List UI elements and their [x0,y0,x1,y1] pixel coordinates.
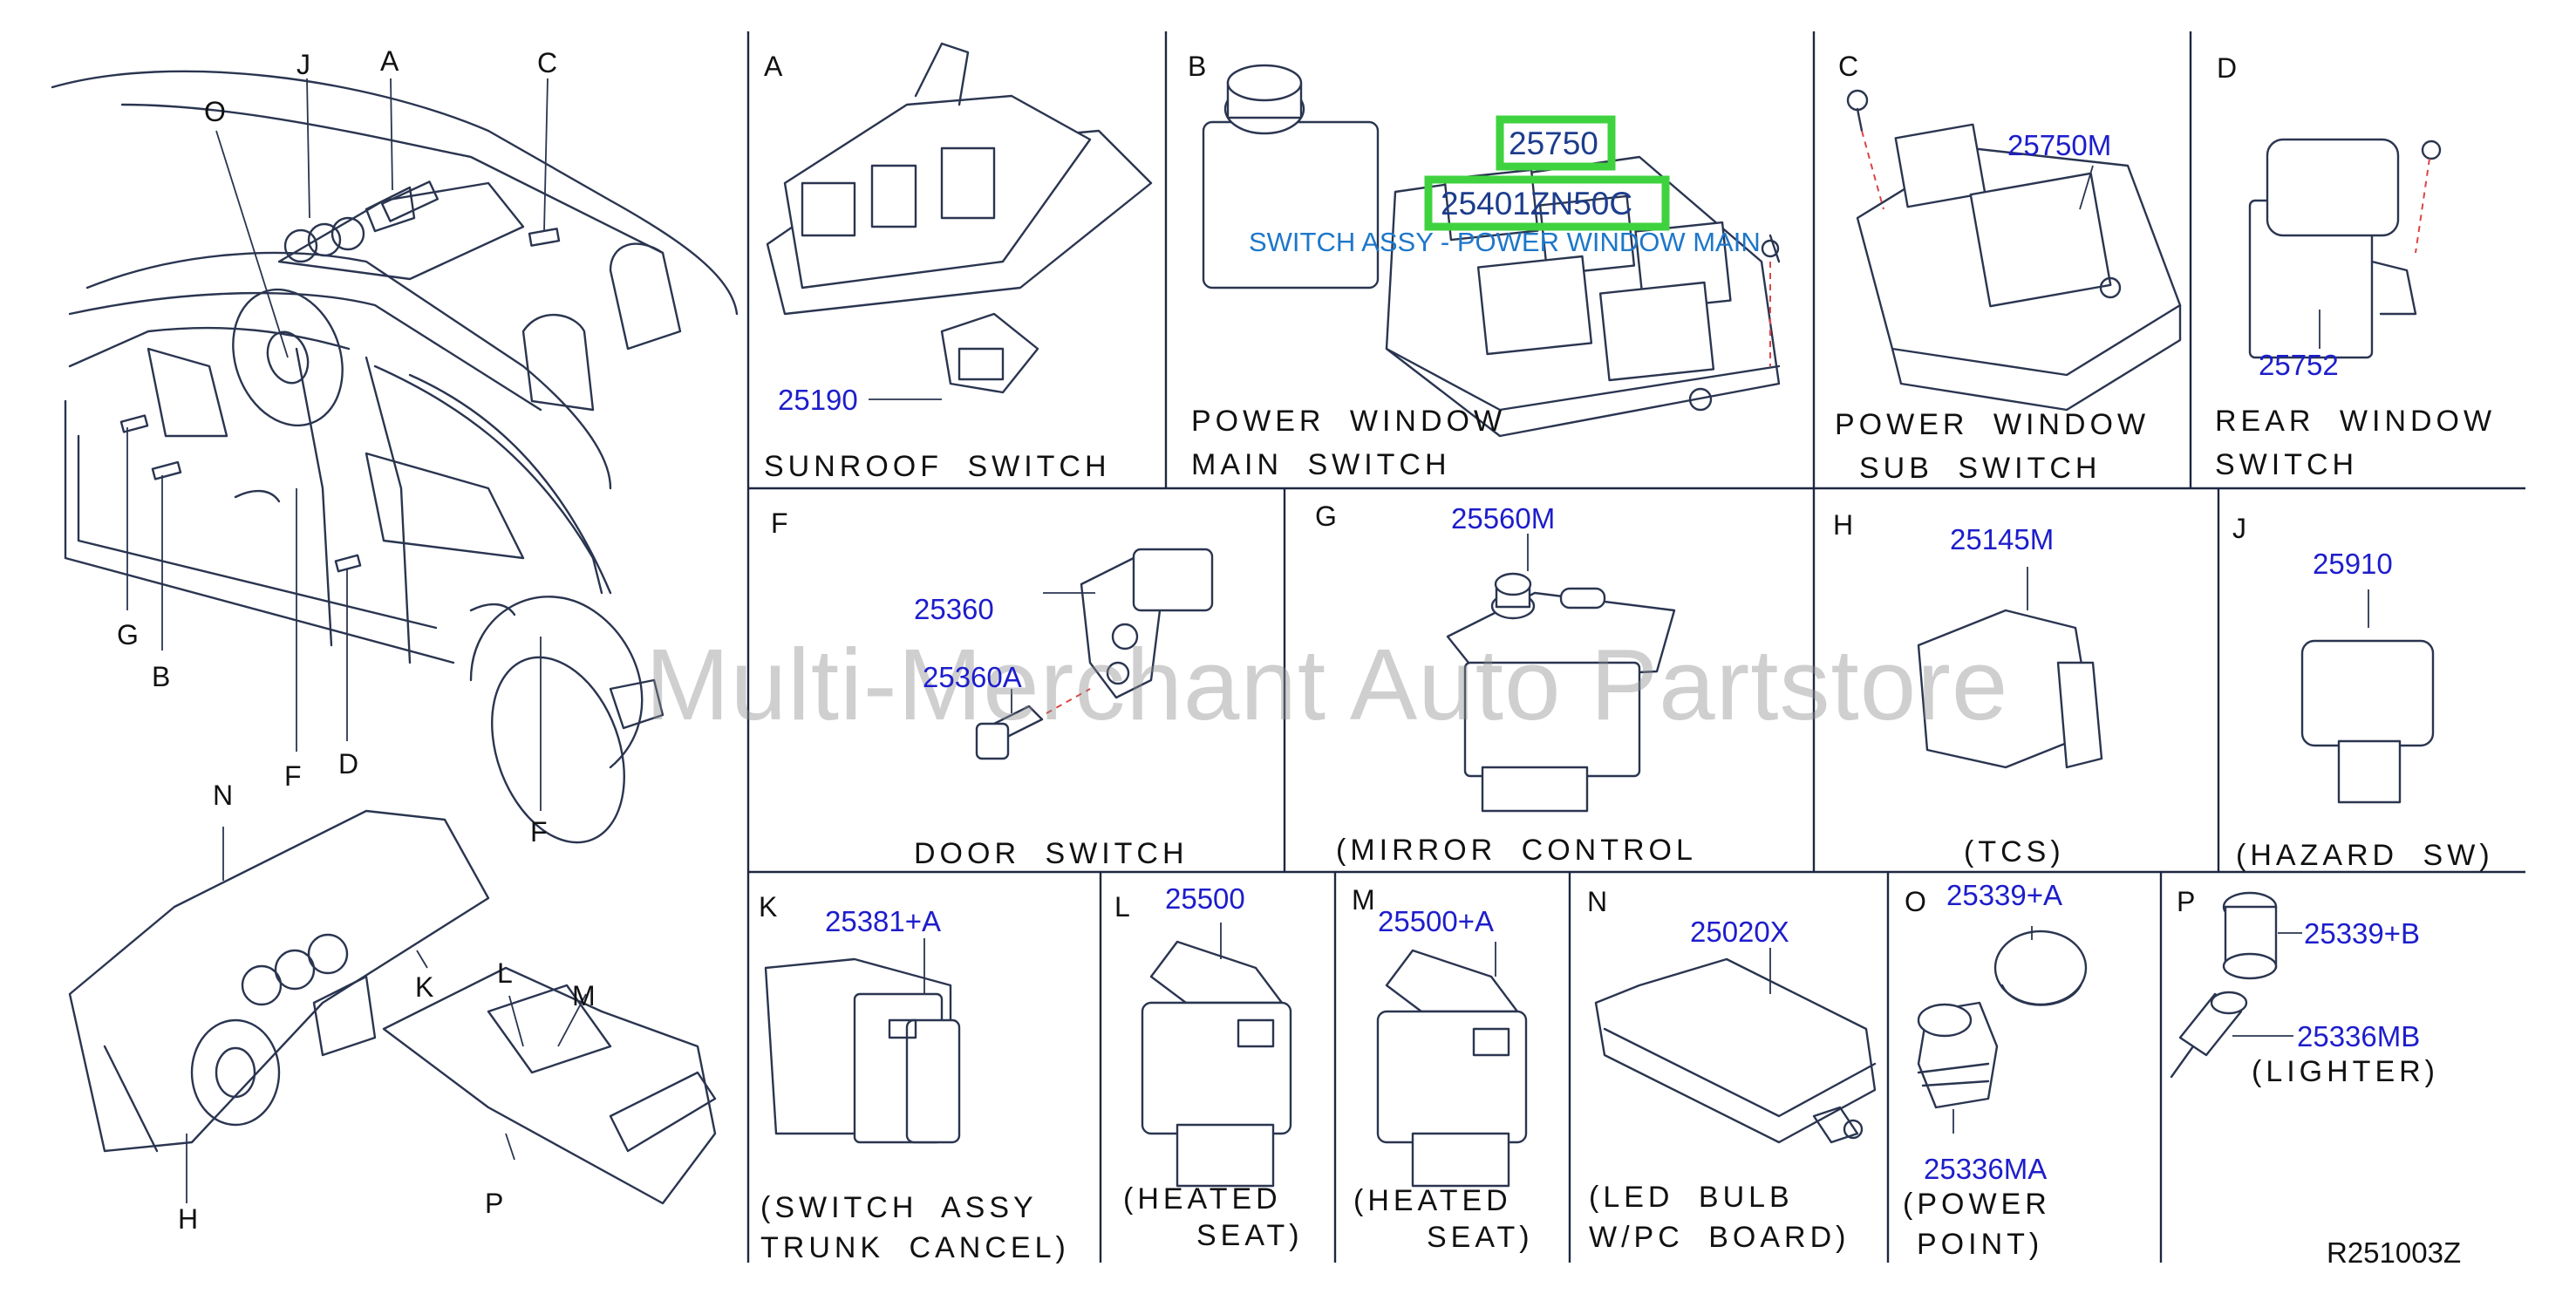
part-number-25339A[interactable]: 25339+A [1946,879,2063,911]
part-number-25500A[interactable]: 25500+A [1378,905,1495,937]
car-letter-O: O [204,96,226,127]
part-number-25752[interactable]: 25752 [2259,349,2339,381]
caption-switch-assy-line1: (SWITCH ASSY [760,1191,1038,1224]
part-number-25750[interactable]: 25750 [1509,126,1598,161]
section-letter-L: L [1114,891,1130,923]
art-led-bulb-board [1594,948,1877,1144]
caption-rear-window-line1: REAR WINDOW [2215,405,2497,438]
art-trunk-cancel [764,938,961,1144]
caption-pc-board-line2: W/PC BOARD) [1589,1221,1850,1254]
car-interior-illustration [51,70,739,844]
car-letter-P: P [485,1188,504,1219]
caption-sub-switch-line2: SUB SWITCH [1859,452,2102,485]
caption-lighter: (LIGHTER) [2252,1055,2439,1088]
caption-tcs: (TCS) [1964,835,2065,868]
car-letter-H: H [178,1203,199,1235]
caption-hazard-sw: (HAZARD SW) [2236,839,2494,872]
art-lighter [2170,891,2302,1079]
highlight-box-25750 [1496,115,1616,171]
art-power-window-main [1202,64,1781,438]
car-letter-G: G [117,619,139,650]
section-letter-G: G [1315,501,1337,532]
car-letter-L: L [497,957,513,989]
part-number-25336MA[interactable]: 25336MA [1924,1153,2048,1185]
car-letter-B: B [152,661,171,692]
car-letter-M: M [572,980,596,1011]
art-hazard-switch [2300,589,2435,804]
part-number-25360[interactable]: 25360 [914,593,994,625]
art-heated-seat-M [1376,942,1528,1188]
part-number-25336MB[interactable]: 25336MB [2297,1020,2421,1052]
section-letter-D: D [2217,52,2238,84]
section-letter-O: O [1905,886,1926,917]
part-number-25339B[interactable]: 25339+B [2304,917,2421,950]
caption-main-switch-line2: MAIN SWITCH [1191,448,1451,481]
part-number-25910[interactable]: 25910 [2313,548,2393,580]
art-rear-window-switch [2248,138,2442,359]
caption-sunroof-switch: SUNROOF SWITCH [764,450,1111,483]
section-letter-M: M [1352,884,1375,916]
part-number-25360A[interactable]: 25360A [923,661,1022,693]
section-letter-P: P [2177,886,2196,917]
art-power-window-sub [1846,89,2182,412]
art-power-point [1917,926,2088,1134]
section-letter-C: C [1838,51,1859,82]
part-number-25500[interactable]: 25500 [1165,882,1245,915]
part-number-25145M[interactable]: 25145M [1950,523,2055,555]
caption-door-switch: DOOR SWITCH [914,837,1189,870]
part-description-power-window-main: SWITCH ASSY - POWER WINDOW MAIN [1249,227,1761,257]
art-heated-seat-L [1141,923,1292,1188]
car-letter-C: C [537,47,558,78]
car-letter-K: K [415,971,434,1003]
section-letter-B: B [1188,51,1207,82]
diagram-code: R251003Z [2327,1236,2462,1269]
caption-power-window-sub-line1: POWER WINDOW [1835,408,2150,441]
car-letter-J: J [296,49,310,80]
art-mirror-control [1446,534,1676,813]
part-number-25401ZN50C[interactable]: 25401ZN50C [1441,186,1633,221]
part-number-25190[interactable]: 25190 [778,384,858,416]
art-sunroof-switch [766,42,1153,400]
caption-seat-line2-M: SEAT) [1427,1221,1534,1254]
car-letter-N: N [213,780,234,811]
section-letter-A: A [764,51,783,82]
part-number-25020X[interactable]: 25020X [1690,916,1789,948]
section-letter-N: N [1587,886,1608,917]
car-letter-F-right: F [530,816,548,848]
caption-heated-line1-L: (HEATED [1123,1182,1282,1216]
art-tcs-switch [1917,567,2103,769]
car-letter-D: D [338,748,359,780]
car-letter-A: A [380,45,399,77]
dashboard-console-illustration [68,809,717,1205]
caption-heated-line1-M: (HEATED [1353,1184,1512,1217]
section-letter-F: F [771,507,788,539]
part-number-25560M[interactable]: 25560M [1451,502,1556,535]
part-number-25381A[interactable]: 25381+A [825,905,942,937]
caption-trunk-cancel-line2: TRUNK CANCEL) [760,1231,1070,1264]
section-letter-J: J [2232,513,2246,544]
caption-rear-switch-line2: SWITCH [2215,448,2359,481]
highlight-box-25401ZN50C [1424,175,1670,231]
part-number-25750M[interactable]: 25750M [2007,129,2112,161]
panel-grid [746,31,2525,1263]
art-door-switch [975,548,1214,760]
caption-point-line2: POINT) [1917,1228,2044,1261]
caption-seat-line2-L: SEAT) [1196,1219,1304,1252]
caption-power-window-line1: POWER WINDOW [1191,405,1507,438]
caption-led-bulb-line1: (LED BULB [1589,1181,1794,1214]
caption-power-line1: (POWER [1903,1188,2051,1221]
car-letter-F-left: F [284,760,302,792]
watermark: Multi-Merchant Auto Partstore [645,628,2009,741]
section-letter-K: K [759,891,778,923]
caption-mirror-control: (MIRROR CONTROL [1336,834,1697,867]
section-letter-H: H [1833,509,1854,541]
